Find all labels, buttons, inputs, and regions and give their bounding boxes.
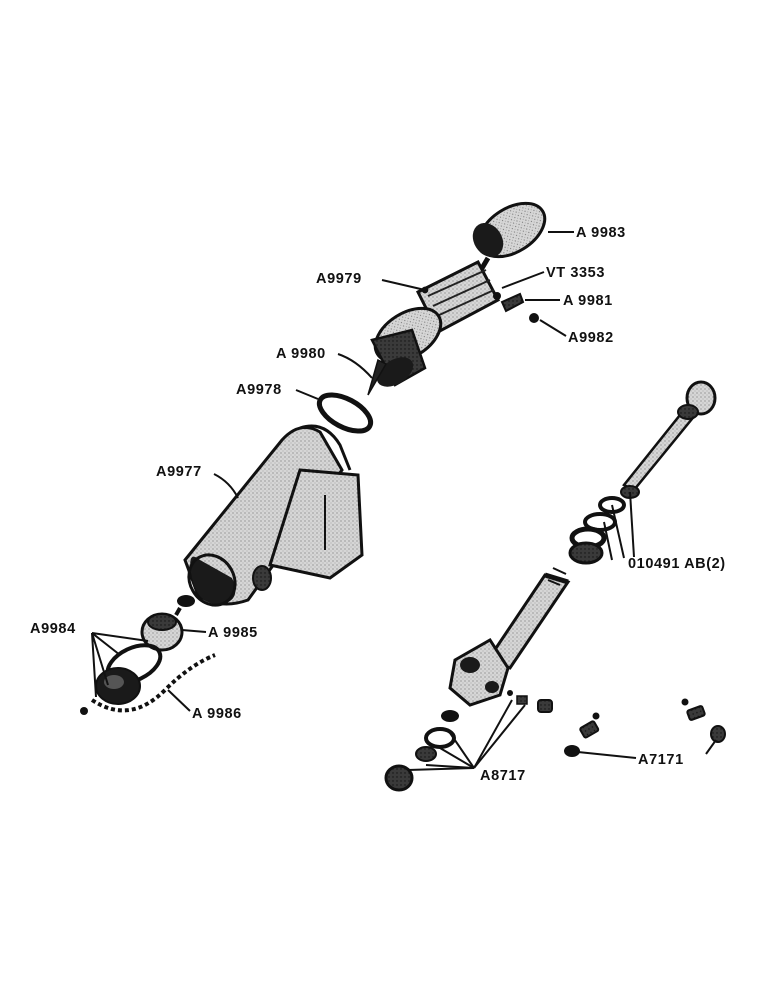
label-a9982: A9982 bbox=[568, 330, 614, 346]
label-a9983: A 9983 bbox=[576, 225, 626, 241]
label-a9981: A 9981 bbox=[563, 293, 613, 309]
plug-part bbox=[529, 313, 539, 323]
a7171-fittings-part bbox=[564, 698, 726, 757]
label-a8717: A8717 bbox=[480, 768, 526, 784]
label-a9980: A 9980 bbox=[276, 346, 326, 362]
valve-body-part bbox=[448, 567, 571, 707]
valve-stem-part bbox=[620, 380, 717, 499]
label-a9986: A 9986 bbox=[192, 706, 242, 722]
nut-part bbox=[140, 612, 184, 652]
label-a9978: A9978 bbox=[236, 382, 282, 398]
label-a9977: A9977 bbox=[156, 464, 202, 480]
packing-rings-part bbox=[568, 496, 626, 565]
label-a7171: A7171 bbox=[638, 752, 684, 768]
o-ring-part bbox=[316, 392, 374, 434]
callout-labels: A 9983 A9979 VT 3353 A 9981 A9982 A 9980… bbox=[30, 225, 726, 784]
label-010491-ab: 010491 AB(2) bbox=[628, 556, 726, 572]
ball-part bbox=[493, 292, 501, 300]
spring-part bbox=[500, 292, 525, 313]
label-vt3353: VT 3353 bbox=[546, 265, 605, 281]
chain-cap-assembly bbox=[80, 643, 216, 715]
needle-part bbox=[367, 358, 388, 396]
housing-part bbox=[183, 424, 364, 607]
label-a9979: A9979 bbox=[316, 271, 362, 287]
label-a9984: A9984 bbox=[30, 621, 76, 637]
label-a9985: A 9985 bbox=[208, 625, 258, 641]
screw-part bbox=[174, 595, 195, 616]
leader-lines bbox=[91, 231, 717, 771]
